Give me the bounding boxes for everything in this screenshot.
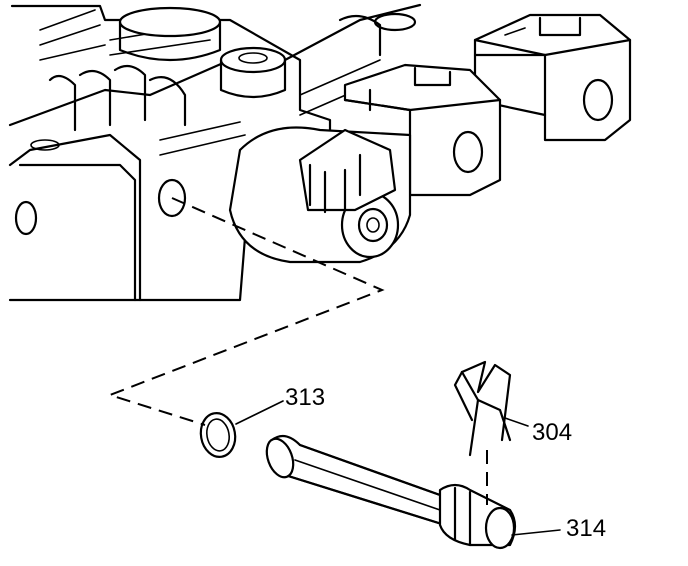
solenoid-middle: [343, 63, 502, 197]
solenoid-connector: [228, 126, 412, 264]
callout-313: 313: [285, 384, 325, 411]
assembly-lines: [106, 197, 488, 505]
callout-314: 314: [566, 515, 606, 542]
retainer-clip: [453, 360, 512, 457]
o-ring-seal: [199, 412, 237, 458]
callout-304: 304: [532, 419, 572, 446]
solenoid-pin: [265, 434, 517, 550]
leader-lines: [235, 400, 561, 536]
valve-body: [8, 3, 422, 302]
